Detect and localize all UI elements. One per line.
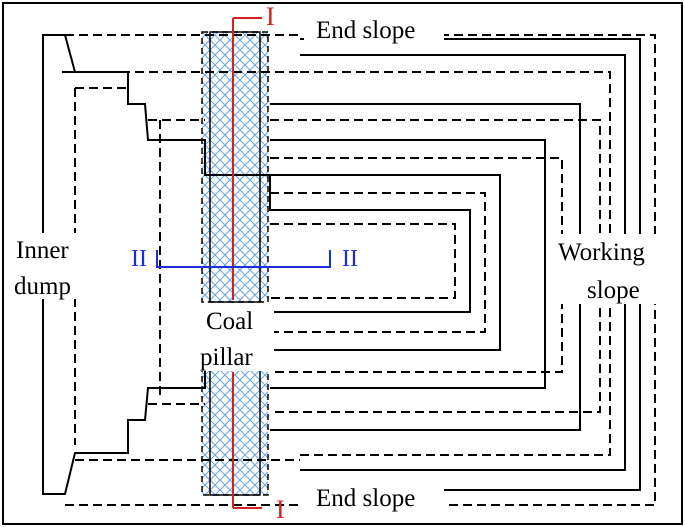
working-slope-label-line1: Working	[558, 239, 645, 266]
working-slope-label-line2: slope	[587, 277, 640, 304]
section-i-top-label: I	[266, 2, 275, 31]
section-line-ii	[156, 250, 331, 268]
end-slope-bottom-label: End slope	[316, 485, 415, 512]
section-i-bottom-label: I	[276, 495, 285, 524]
end-slope-top-label: End slope	[316, 17, 415, 44]
coal-pillar-label-line1: Coal	[206, 308, 253, 335]
section-line-i	[232, 17, 262, 509]
section-ii-left-label: II	[131, 246, 147, 272]
inner-dump-label-line1: Inner	[16, 237, 69, 264]
coal-pillar-label-line2: pillar	[200, 344, 253, 371]
section-ii-right-label: II	[342, 246, 358, 272]
inner-dump-label-line2: dump	[14, 273, 71, 300]
coal-pillar-band	[201, 31, 269, 496]
